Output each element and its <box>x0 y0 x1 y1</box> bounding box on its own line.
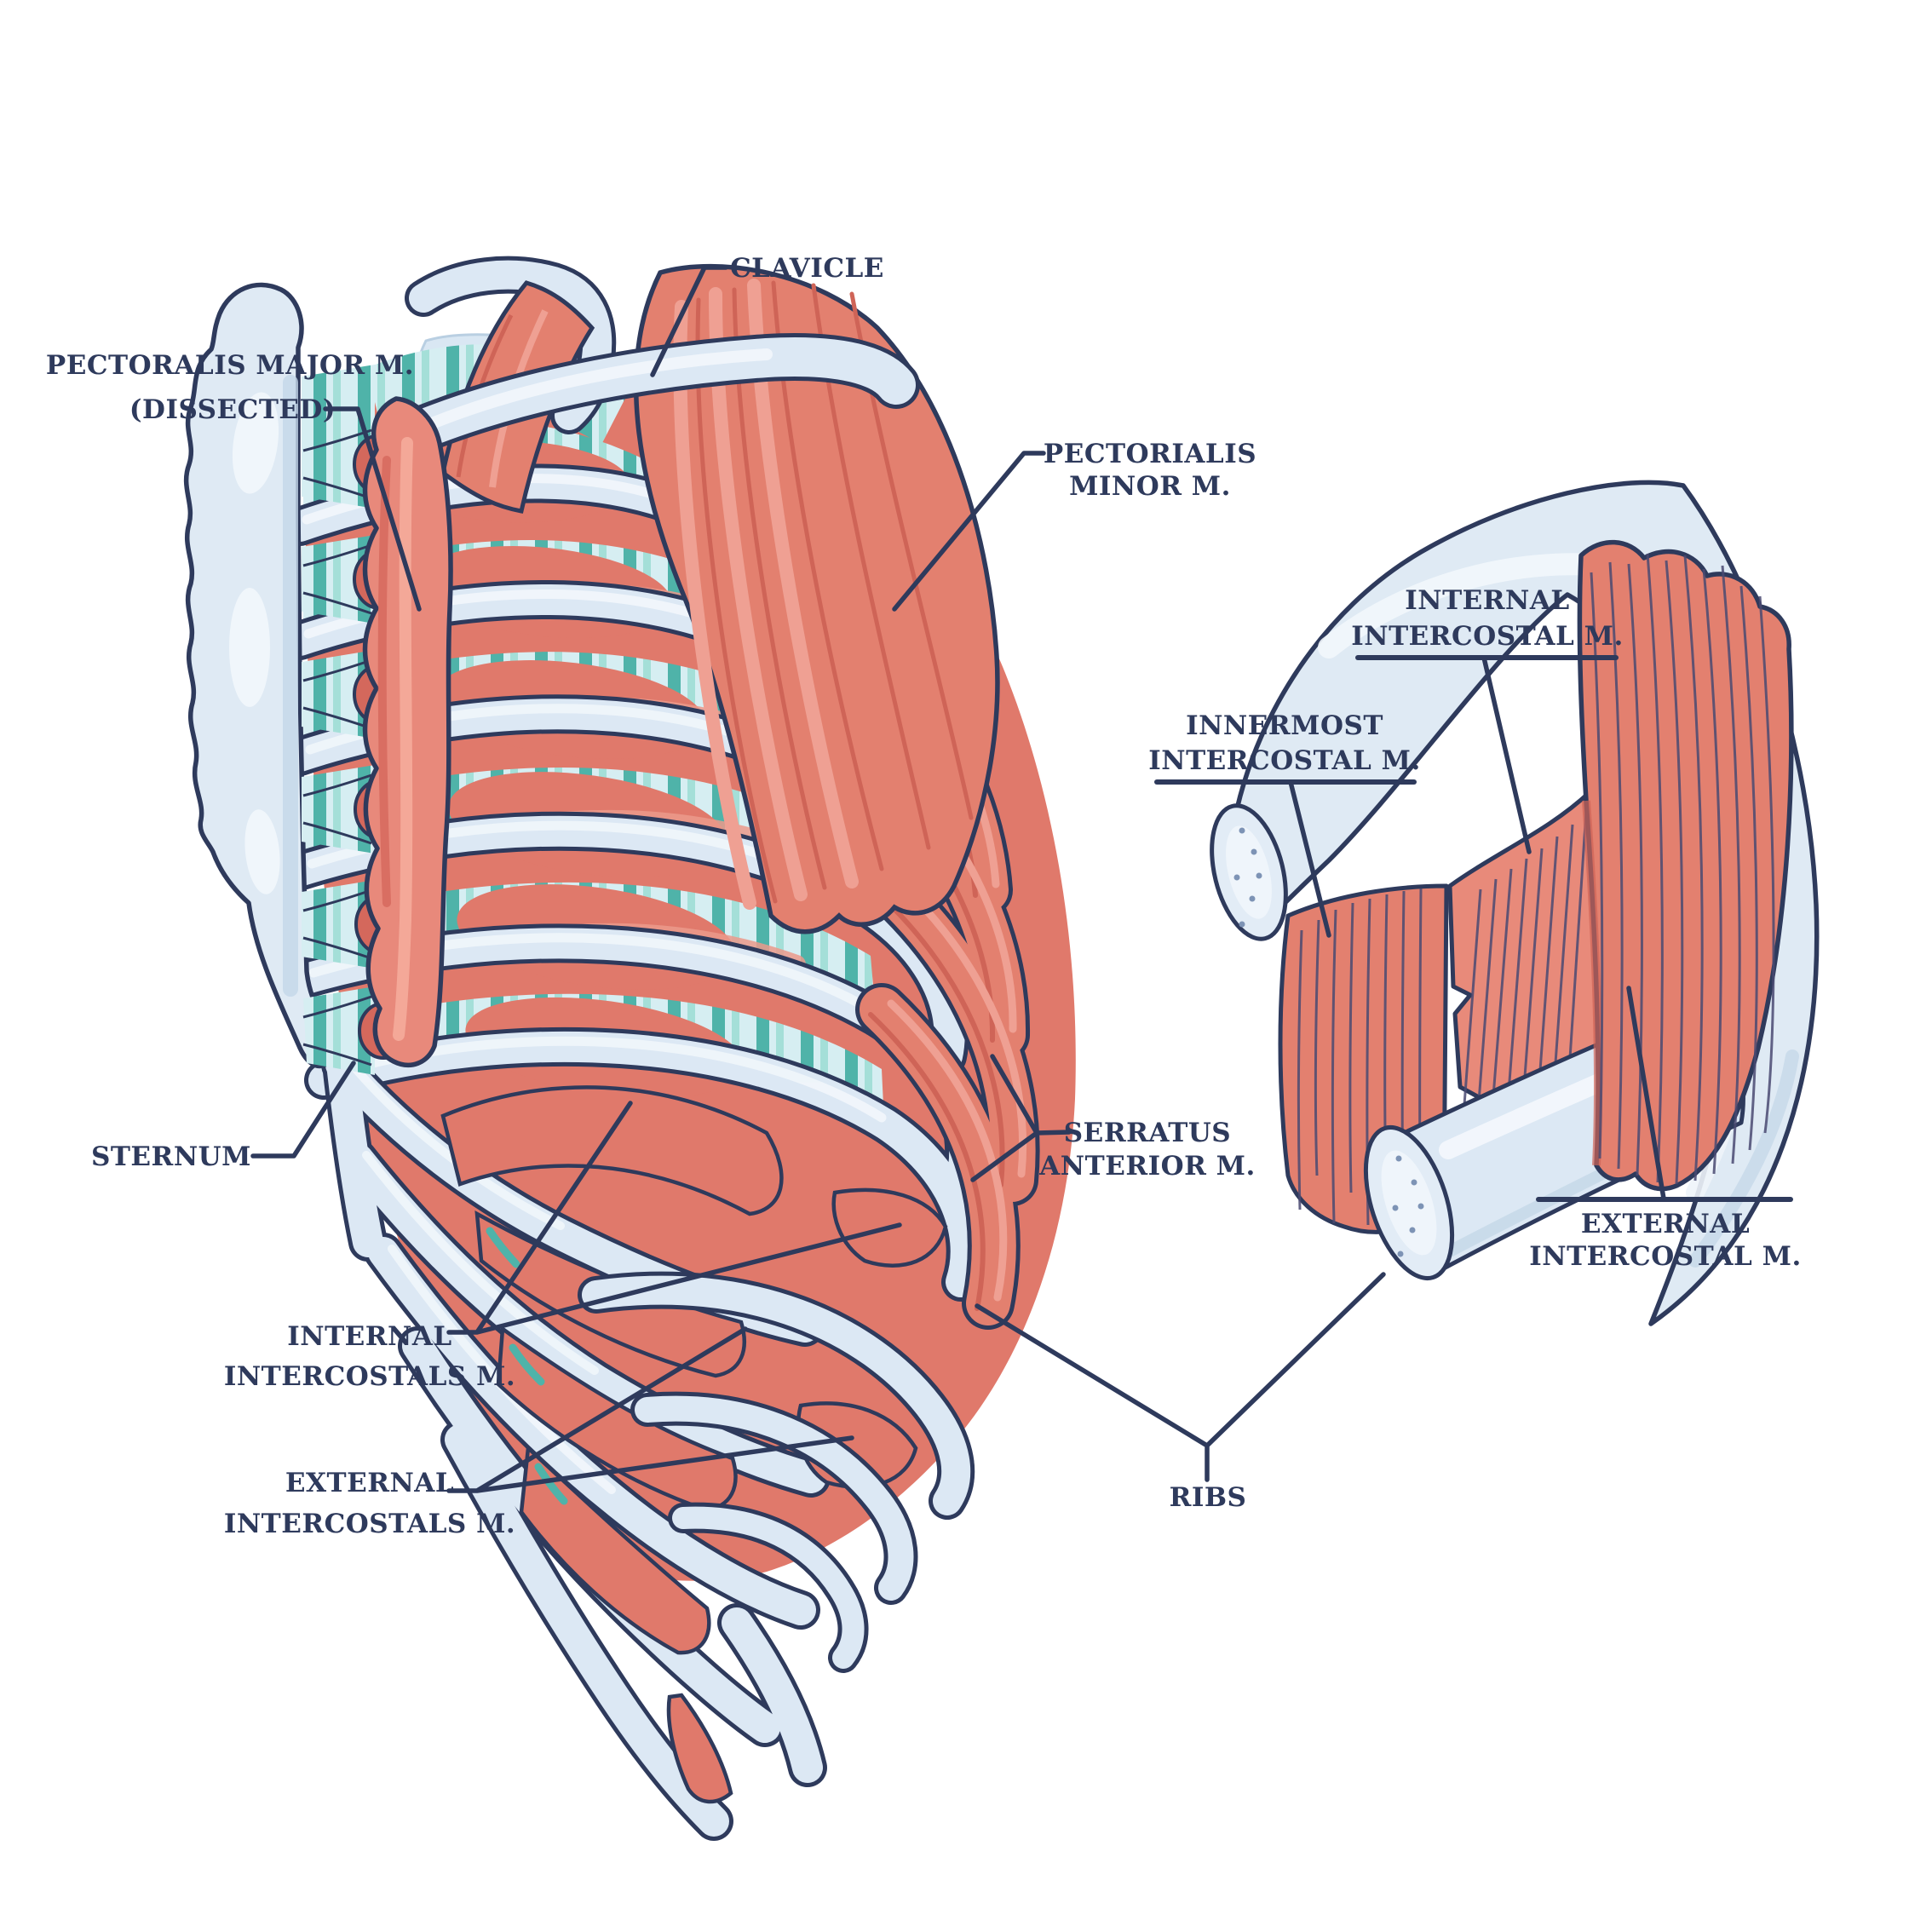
label-external-intercostal-inset: EXTERNAL <box>1581 1209 1750 1239</box>
label-ribs: RIBS <box>1170 1482 1247 1513</box>
label-pectorialis-minor-line2: MINOR M. <box>1069 471 1231 502</box>
leader-external-intercostals-main <box>446 1326 854 1493</box>
leader-internal-intercostals-main <box>446 1101 902 1335</box>
leader-pectorialis-minor <box>892 451 1046 612</box>
labels: PECTORALIS MAJOR M. (DISSECTED) CLAVICLE… <box>46 253 1801 1539</box>
clavicle-bone <box>378 333 920 462</box>
leader-ribs <box>975 1272 1386 1482</box>
label-innermost-intercostal-inset: INNERMOST <box>1186 710 1383 741</box>
sternum-bone <box>183 282 336 1069</box>
leader-internal-intercostal-inset <box>1481 655 1532 854</box>
label-internal-intercostal-inset: INTERNAL <box>1405 585 1569 616</box>
label-serratus-anterior-line2: ANTERIOR M. <box>1038 1151 1256 1182</box>
label-clavicle: CLAVICLE <box>730 253 884 284</box>
label-pectoralis-major: PECTORALIS MAJOR M. <box>46 350 414 381</box>
leader-lines <box>250 265 1793 1493</box>
label-sternum: STERNUM <box>91 1141 251 1172</box>
inset-rib-detail-figure <box>1210 480 1820 1326</box>
pectoralis-major-stump <box>362 396 453 1067</box>
external-intercostal-muscle <box>1577 539 1794 1192</box>
label-pectorialis-minor: PECTORIALIS <box>1044 439 1256 469</box>
leader-clavicle <box>650 265 728 377</box>
main-ribcage-figure <box>183 256 1076 1841</box>
label-pectoralis-major-line2: (DISSECTED) <box>129 394 336 425</box>
label-internal-intercostals-main-line2: INTERCOSTALS M. <box>224 1361 515 1392</box>
label-internal-intercostal-inset-line2: INTERCOSTAL M. <box>1351 621 1623 652</box>
label-external-intercostals-main: EXTERNAL <box>285 1468 454 1498</box>
leader-external-intercostal-inset <box>1626 986 1666 1201</box>
lower-patch-teal-stripes <box>486 1227 568 1505</box>
leader-serratus-anterior <box>970 1054 1072 1182</box>
label-external-intercostals-main-line2: INTERCOSTALS M. <box>224 1509 515 1539</box>
leader-pectoralis-major <box>323 406 422 612</box>
label-internal-intercostals-main: INTERNAL <box>287 1321 451 1352</box>
leader-sternum <box>250 1061 356 1159</box>
label-innermost-intercostal-inset-line2: INTERCOSTAL M. <box>1148 745 1420 776</box>
leader-innermost-intercostal-inset <box>1288 779 1331 938</box>
label-external-intercostal-inset-line2: INTERCOSTAL M. <box>1529 1241 1801 1272</box>
floating-ribs-bones <box>578 1271 975 1673</box>
label-serratus-anterior: SERRATUS <box>1064 1118 1231 1148</box>
